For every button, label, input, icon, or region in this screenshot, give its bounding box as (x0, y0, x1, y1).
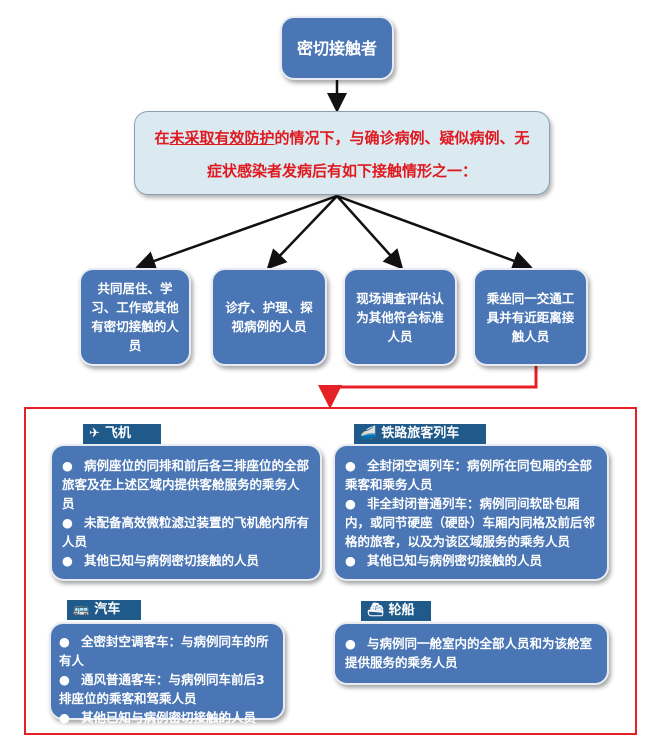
ship-label: ⛴ 轮船 (361, 601, 431, 621)
train-panel: ●全封闭空调列车：病例所在同包厢的全部乘客和乘务人员 ●非全封闭普通列车：病例同… (333, 444, 609, 581)
bus-item-text: 其他已知与病例密切接触的人员 (81, 710, 257, 725)
bus-item: ● 其他已知与病例密切接触的人员 (59, 708, 275, 727)
bullet: ● (62, 458, 73, 473)
train-item-text: 非全封闭普通列车：病例同间软卧包厢内，或同节硬座（硬卧）车厢内同格及前后邻格的旅… (345, 496, 596, 549)
category-transport: 乘坐同一交通工具并有近距离接触人员 (473, 268, 588, 366)
bullet: ● (59, 634, 70, 649)
ship-label-text: 轮船 (388, 603, 415, 618)
close-contact-node: 密切接触者 (280, 16, 394, 80)
plane-label-text: 飞机 (104, 426, 131, 441)
train-icon: 🚄 (360, 426, 377, 441)
category-cohabit: 共同居住、学习、工作或其他有密切接触的人员 (79, 268, 191, 366)
train-item: ● 其他已知与病例密切接触的人员 (345, 551, 597, 570)
arrow-to-category-4 (336, 194, 533, 271)
ship-icon: ⛴ (367, 603, 384, 618)
arrow-to-category-3 (336, 195, 404, 270)
condition-prefix: 在 (154, 129, 170, 147)
plane-item-text: 其他已知与病例密切接触的人员 (84, 553, 260, 568)
bullet: ● (59, 672, 70, 687)
condition-underlined: 未采取有效防护 (169, 129, 275, 147)
bus-label-text: 汽车 (94, 602, 121, 617)
arrow-to-category-2 (266, 195, 338, 270)
plane-label: ✈ 飞机 (83, 424, 161, 444)
bullet: ● (345, 496, 356, 511)
red-connector (318, 366, 538, 409)
transport-frame (24, 407, 637, 735)
bullet: ● (345, 553, 356, 568)
train-label: 🚄 铁路旅客列车 (354, 424, 486, 444)
bus-item-text: 全密封空调客车：与病例同车的所有人 (59, 634, 269, 668)
condition-box: 在未采取有效防护的情况下，与确诊病例、疑似病例、无症状感染者发病后有如下接触情形… (134, 111, 550, 195)
bus-label: 🚌 汽车 (67, 600, 141, 620)
train-label-text: 铁路旅客列车 (381, 426, 460, 441)
train-item: ●非全封闭普通列车：病例同间软卧包厢内，或同节硬座（硬卧）车厢内同格及前后邻格的… (345, 494, 597, 551)
bullet: ● (62, 515, 73, 530)
condition-rest: 的情况下，与确诊病例、疑似病例、无症状感染者发病后有如下接触情形之一： (206, 129, 530, 180)
plane-item-text: 病例座位的同排和前后各三排座位的全部旅客及在上述区域内提供客舱服务的乘务人员 (62, 458, 310, 511)
bus-item: ●全密封空调客车：与病例同车的所有人 (59, 632, 275, 670)
bullet: ● (62, 553, 73, 568)
bullet: ● (345, 636, 356, 651)
ship-panel: ●与病例同一舱室内的全部人员和为该舱室提供服务的乘务人员 (333, 622, 609, 685)
arrow-to-category-1 (135, 194, 338, 271)
bullet: ● (59, 710, 70, 725)
train-item-text: 全封闭空调列车：病例所在同包厢的全部乘客和乘务人员 (345, 458, 593, 492)
bus-icon: 🚌 (73, 602, 90, 617)
bullet: ● (345, 458, 356, 473)
ship-item: ●与病例同一舱室内的全部人员和为该舱室提供服务的乘务人员 (345, 634, 597, 672)
train-item: ●全封闭空调列车：病例所在同包厢的全部乘客和乘务人员 (345, 456, 597, 494)
plane-item: ●未配备高效微粒滤过装置的飞机舱内所有人员 (62, 513, 310, 551)
category-medical: 诊疗、护理、探视病例的人员 (211, 268, 327, 366)
plane-panel: ●病例座位的同排和前后各三排座位的全部旅客及在上述区域内提供客舱服务的乘务人员 … (50, 444, 322, 581)
bus-item: ●通风普通客车：与病例同车前后3排座位的乘客和驾乘人员 (59, 670, 275, 708)
plane-item-text: 未配备高效微粒滤过装置的飞机舱内所有人员 (62, 515, 310, 549)
bus-item-text: 通风普通客车：与病例同车前后3排座位的乘客和驾乘人员 (59, 672, 265, 706)
category-investigation: 现场调查评估认为其他符合标准人员 (343, 268, 457, 366)
airplane-icon: ✈ (89, 426, 100, 441)
plane-item: ● 其他已知与病例密切接触的人员 (62, 551, 310, 570)
plane-item: ●病例座位的同排和前后各三排座位的全部旅客及在上述区域内提供客舱服务的乘务人员 (62, 456, 310, 513)
bus-panel: ●全密封空调客车：与病例同车的所有人 ●通风普通客车：与病例同车前后3排座位的乘… (49, 622, 285, 725)
train-item-text: 其他已知与病例密切接触的人员 (367, 553, 543, 568)
ship-item-text: 与病例同一舱室内的全部人员和为该舱室提供服务的乘务人员 (345, 636, 593, 670)
